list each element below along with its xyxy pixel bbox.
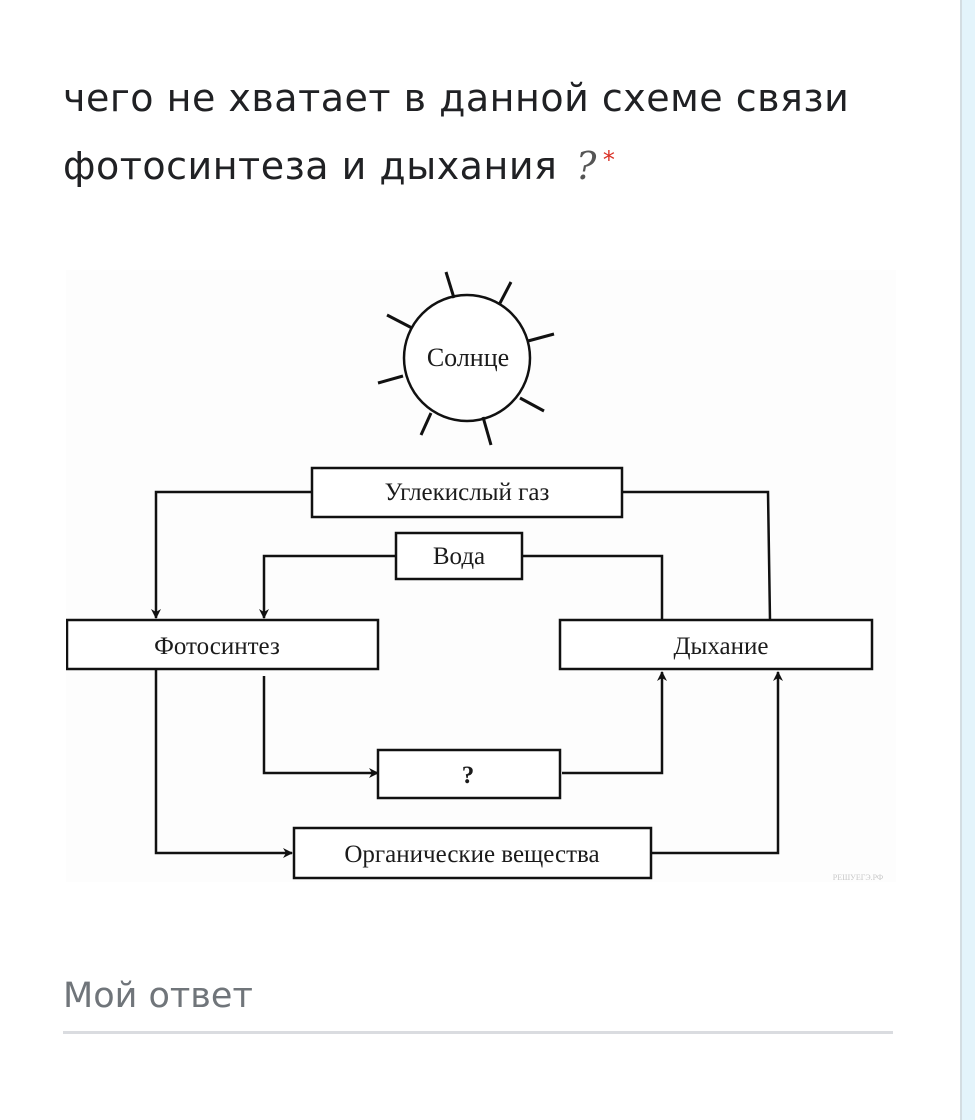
answer-underline: [63, 1031, 893, 1034]
box-unknown: [376, 748, 562, 800]
answer-input[interactable]: Мой ответ: [63, 976, 253, 1016]
label-unknown: ?: [462, 762, 475, 789]
label-co2: Углекислый газ: [385, 479, 550, 506]
sun-icon: [377, 271, 555, 446]
box-photosynthesis: [66, 618, 380, 671]
question-title: чего не хватает в данной схеме связи фот…: [63, 64, 903, 200]
label-photosynthesis: Фотосинтез: [154, 633, 280, 660]
arrow-organic-to-respiration: [652, 671, 783, 855]
required-asterisk: *: [602, 146, 616, 174]
box-water: [394, 531, 524, 581]
question-mark: ?: [575, 144, 597, 188]
label-water: Вода: [433, 543, 485, 570]
label-organic: Органические вещества: [344, 841, 599, 868]
label-respiration: Дыхание: [674, 633, 769, 660]
box-organic: [292, 826, 653, 880]
arrow-water-to-photosynthesis: [259, 554, 396, 619]
line-respiration-to-co2: [622, 490, 772, 621]
question-text: чего не хватает в данной схеме связи фот…: [63, 76, 850, 188]
arrow-unknown-to-respiration: [562, 671, 667, 775]
arrow-photosynthesis-to-unknown: [262, 676, 379, 778]
box-co2: [310, 466, 624, 519]
sun-label: Солнце: [427, 343, 509, 372]
arrow-co2-to-photosynthesis: [151, 490, 312, 619]
line-respiration-to-water: [522, 554, 664, 620]
watermark: РЕШУЕГЭ.РФ: [833, 873, 884, 882]
connectors: [151, 490, 783, 858]
box-respiration: [558, 618, 874, 671]
arrow-photosynthesis-to-organic: [154, 670, 293, 858]
diagram-image: Солнце: [66, 270, 896, 882]
